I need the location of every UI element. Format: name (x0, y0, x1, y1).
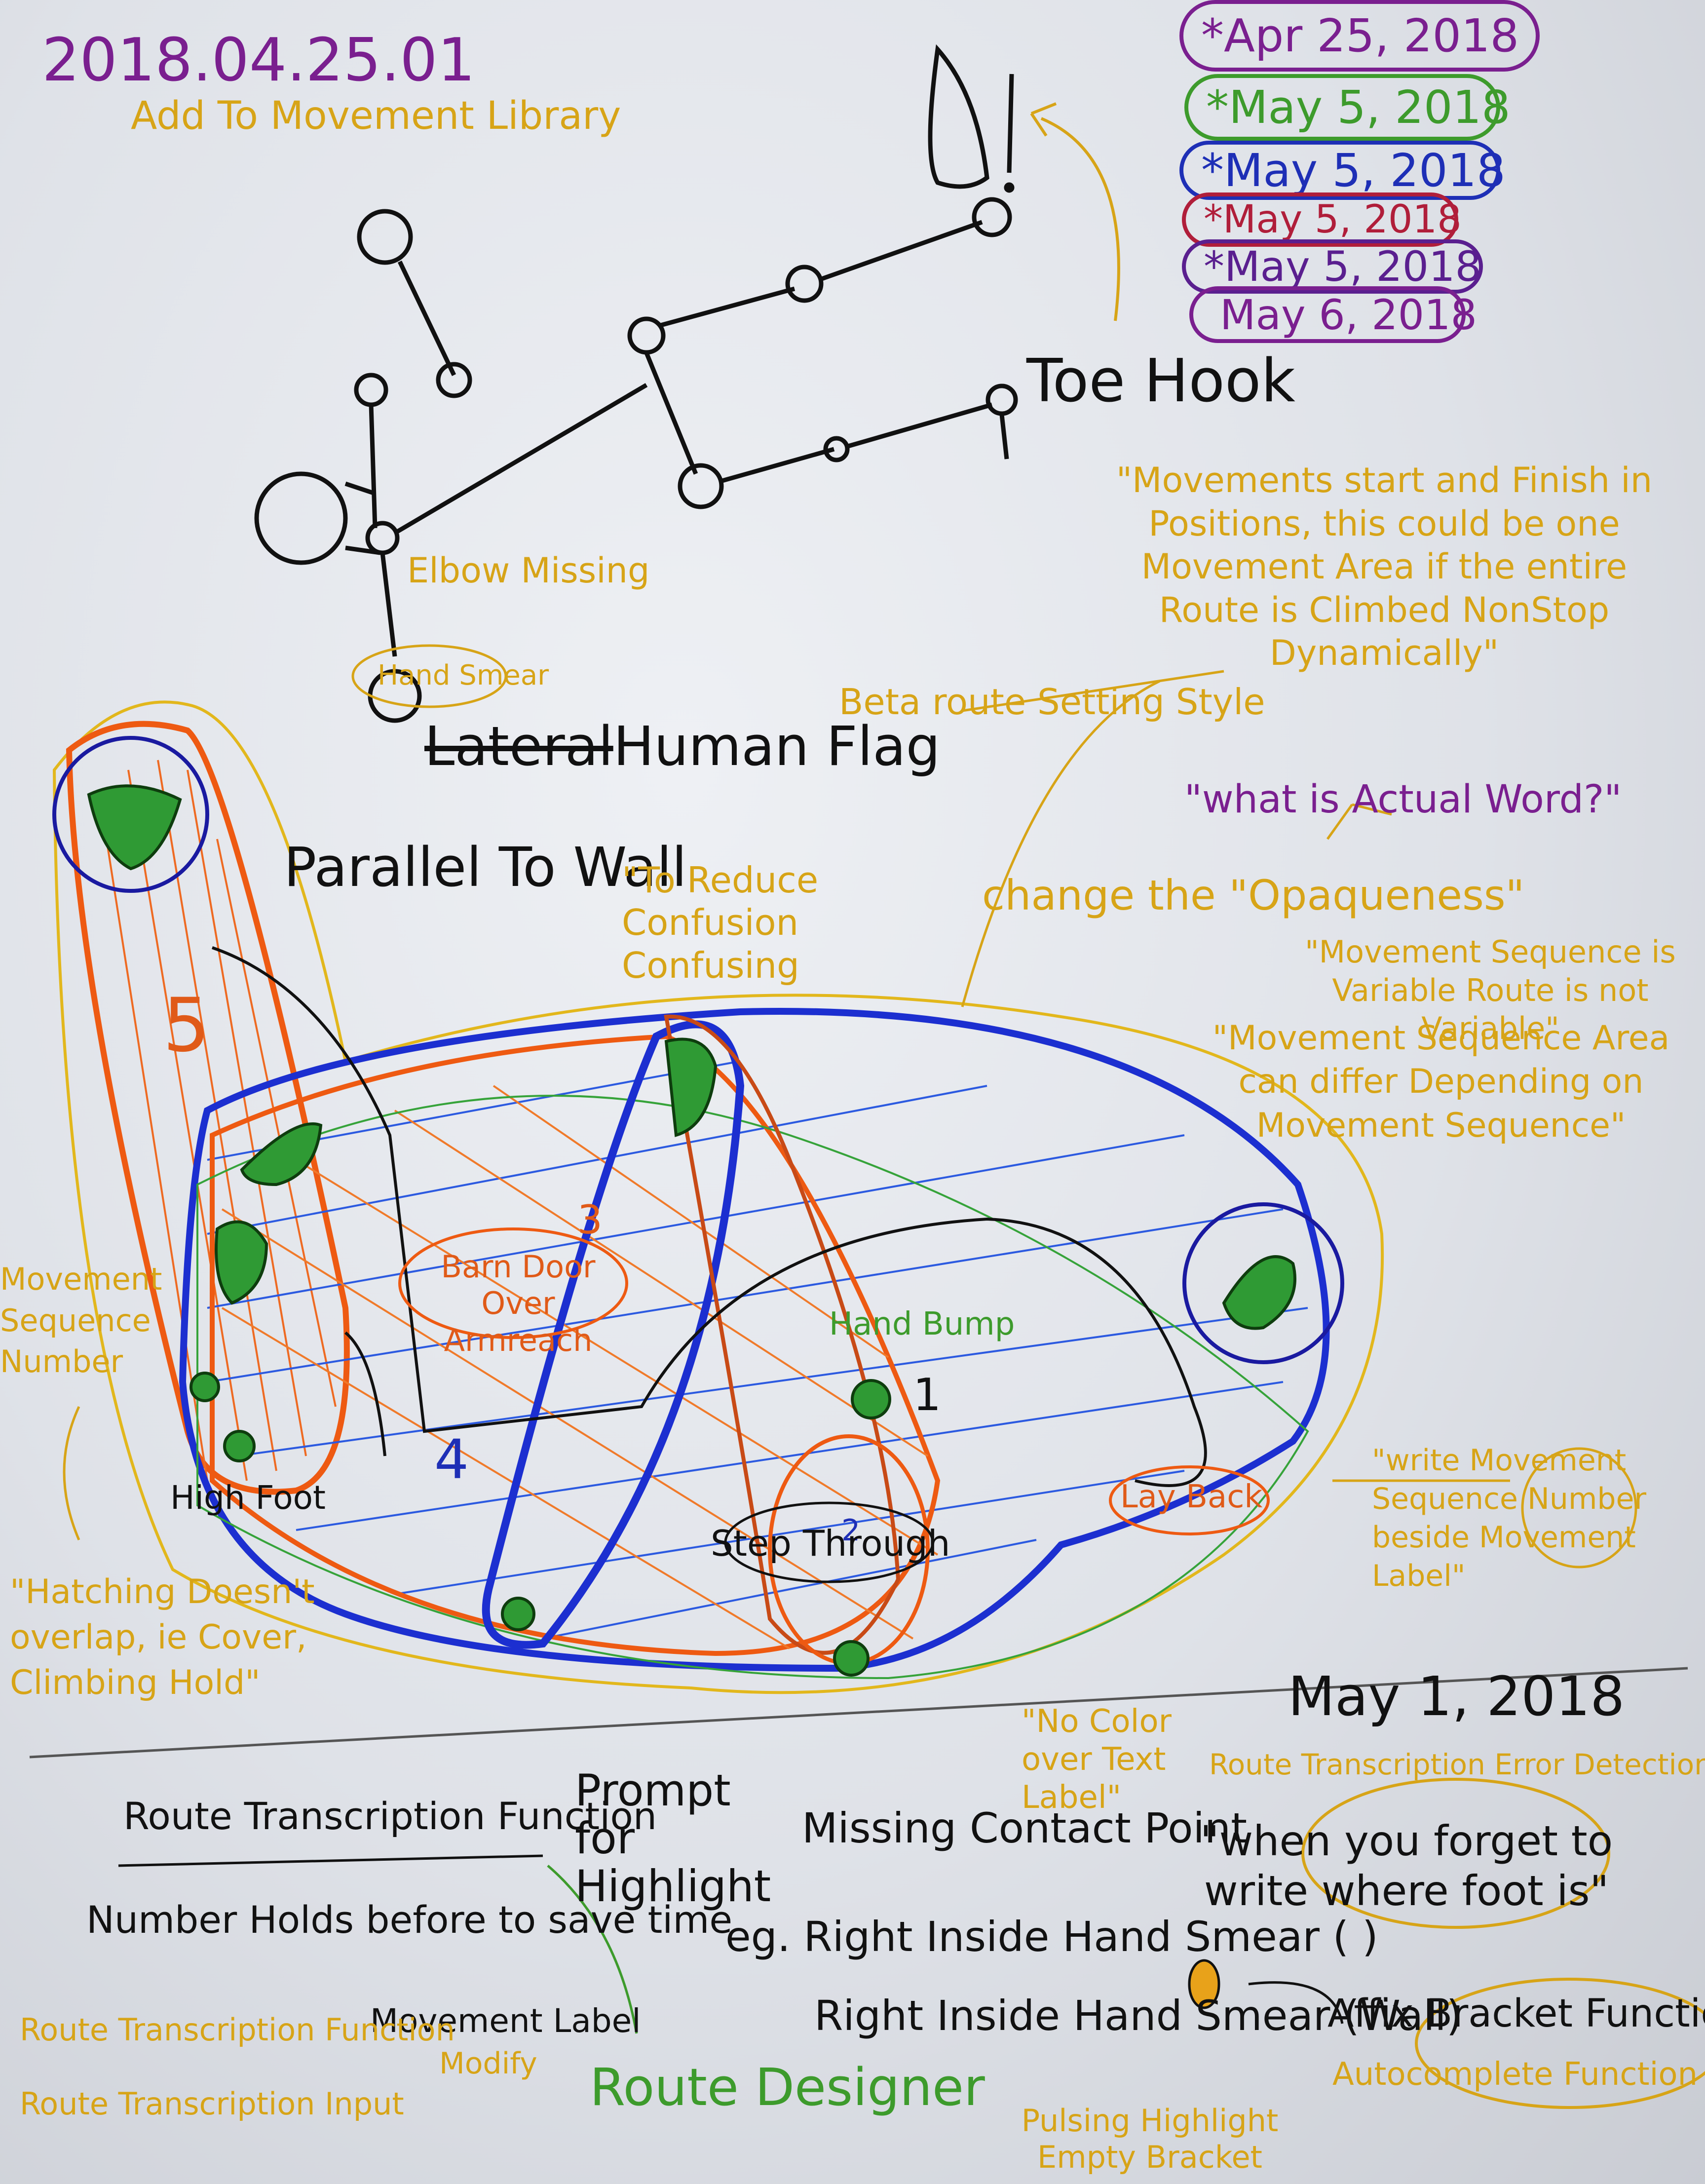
write-sequence-note: "write Movement Sequence Number beside M… (1372, 1441, 1653, 1595)
actual-word-note: "what is Actual Word?" (1184, 780, 1622, 820)
step-through-label: Step Through (711, 1525, 950, 1563)
modify-note: Modify (439, 2048, 537, 2079)
revision-date-3: *May 5, 2018 (1179, 141, 1500, 200)
elbow-missing-note: Elbow Missing (407, 553, 649, 589)
sequence-number-1: 1 (913, 1372, 941, 1419)
revision-date-6: May 6, 2018 (1189, 286, 1466, 343)
no-color-note: "No Color over Text Label" (1022, 1703, 1229, 1816)
rt-input-note: Route Transcription Input (20, 2088, 404, 2120)
change-opaqueness-note: change the "Opaqueness" (982, 874, 1524, 917)
figure-title: LateralHuman Flag (424, 718, 940, 775)
missing-contact-note: Missing Contact Point (802, 1806, 1247, 1850)
barn-door-label: Barn Door Over Armreach (424, 1249, 612, 1359)
high-foot-label: High Foot (170, 1481, 326, 1515)
hatching-note: "Hatching Doesn't overlap, ie Cover, Cli… (10, 1570, 395, 1705)
figure-skeleton (257, 49, 1016, 721)
sequence-number-4: 4 (434, 1431, 469, 1489)
sequence-number-5: 5 (163, 987, 210, 1065)
example-line-1: eg. Right Inside Hand Smear ( ) (725, 1915, 1378, 1958)
forget-foot-quote: "when you forget to write where foot is" (1184, 1816, 1629, 1916)
movements-quote: "Movements start and Finish in Positions… (1100, 459, 1668, 675)
rt-function-note: Route Transcription Function (20, 2014, 455, 2046)
sequence-number-3: 3 (577, 1199, 603, 1241)
hand-smear-label: Hand Smear (378, 661, 549, 690)
toe-hook-label: Toe Hook (1026, 350, 1295, 413)
revision-date-2: *May 5, 2018 (1184, 74, 1500, 141)
revision-date-1: *Apr 25, 2018 (1179, 0, 1540, 72)
revision-date-5: *May 5, 2018 (1182, 239, 1483, 294)
note-date: May 1, 2018 (1288, 1668, 1625, 1725)
page-id: 2018.04.25.01 (42, 30, 475, 92)
prompt-highlight-note: Prompt for Highlight (575, 1767, 782, 1910)
beta-style-note: Beta route Setting Style (839, 684, 1265, 721)
sequence-number-note: Movement Sequence Number (0, 1259, 128, 1382)
pulsing-highlight-note: Pulsing Highlight Empty Bracket (992, 2103, 1308, 2176)
number-holds-note: Number Holds before to save time (86, 1900, 732, 1940)
affix-bracket-label: Affix Bracket Function (1327, 1994, 1705, 2034)
route-designer-label: Route Designer (590, 2061, 985, 2114)
reduce-confusion-note: "To Reduce Confusion Confusing (622, 859, 967, 987)
page-subtitle: Add To Movement Library (131, 96, 621, 137)
hand-bump-label: Hand Bump (829, 1308, 1015, 1341)
revision-date-4: *May 5, 2018 (1182, 192, 1458, 247)
struck-title-word: Lateral (424, 715, 613, 778)
sequence-area-note: "Movement Sequence Area can differ Depen… (1194, 1017, 1688, 1148)
autocomplete-label: Autocomplete Function (1332, 2058, 1698, 2091)
lay-back-label: Lay Back (1120, 1481, 1262, 1514)
error-detection-label: Route Transcription Error Detection (1209, 1750, 1705, 1780)
